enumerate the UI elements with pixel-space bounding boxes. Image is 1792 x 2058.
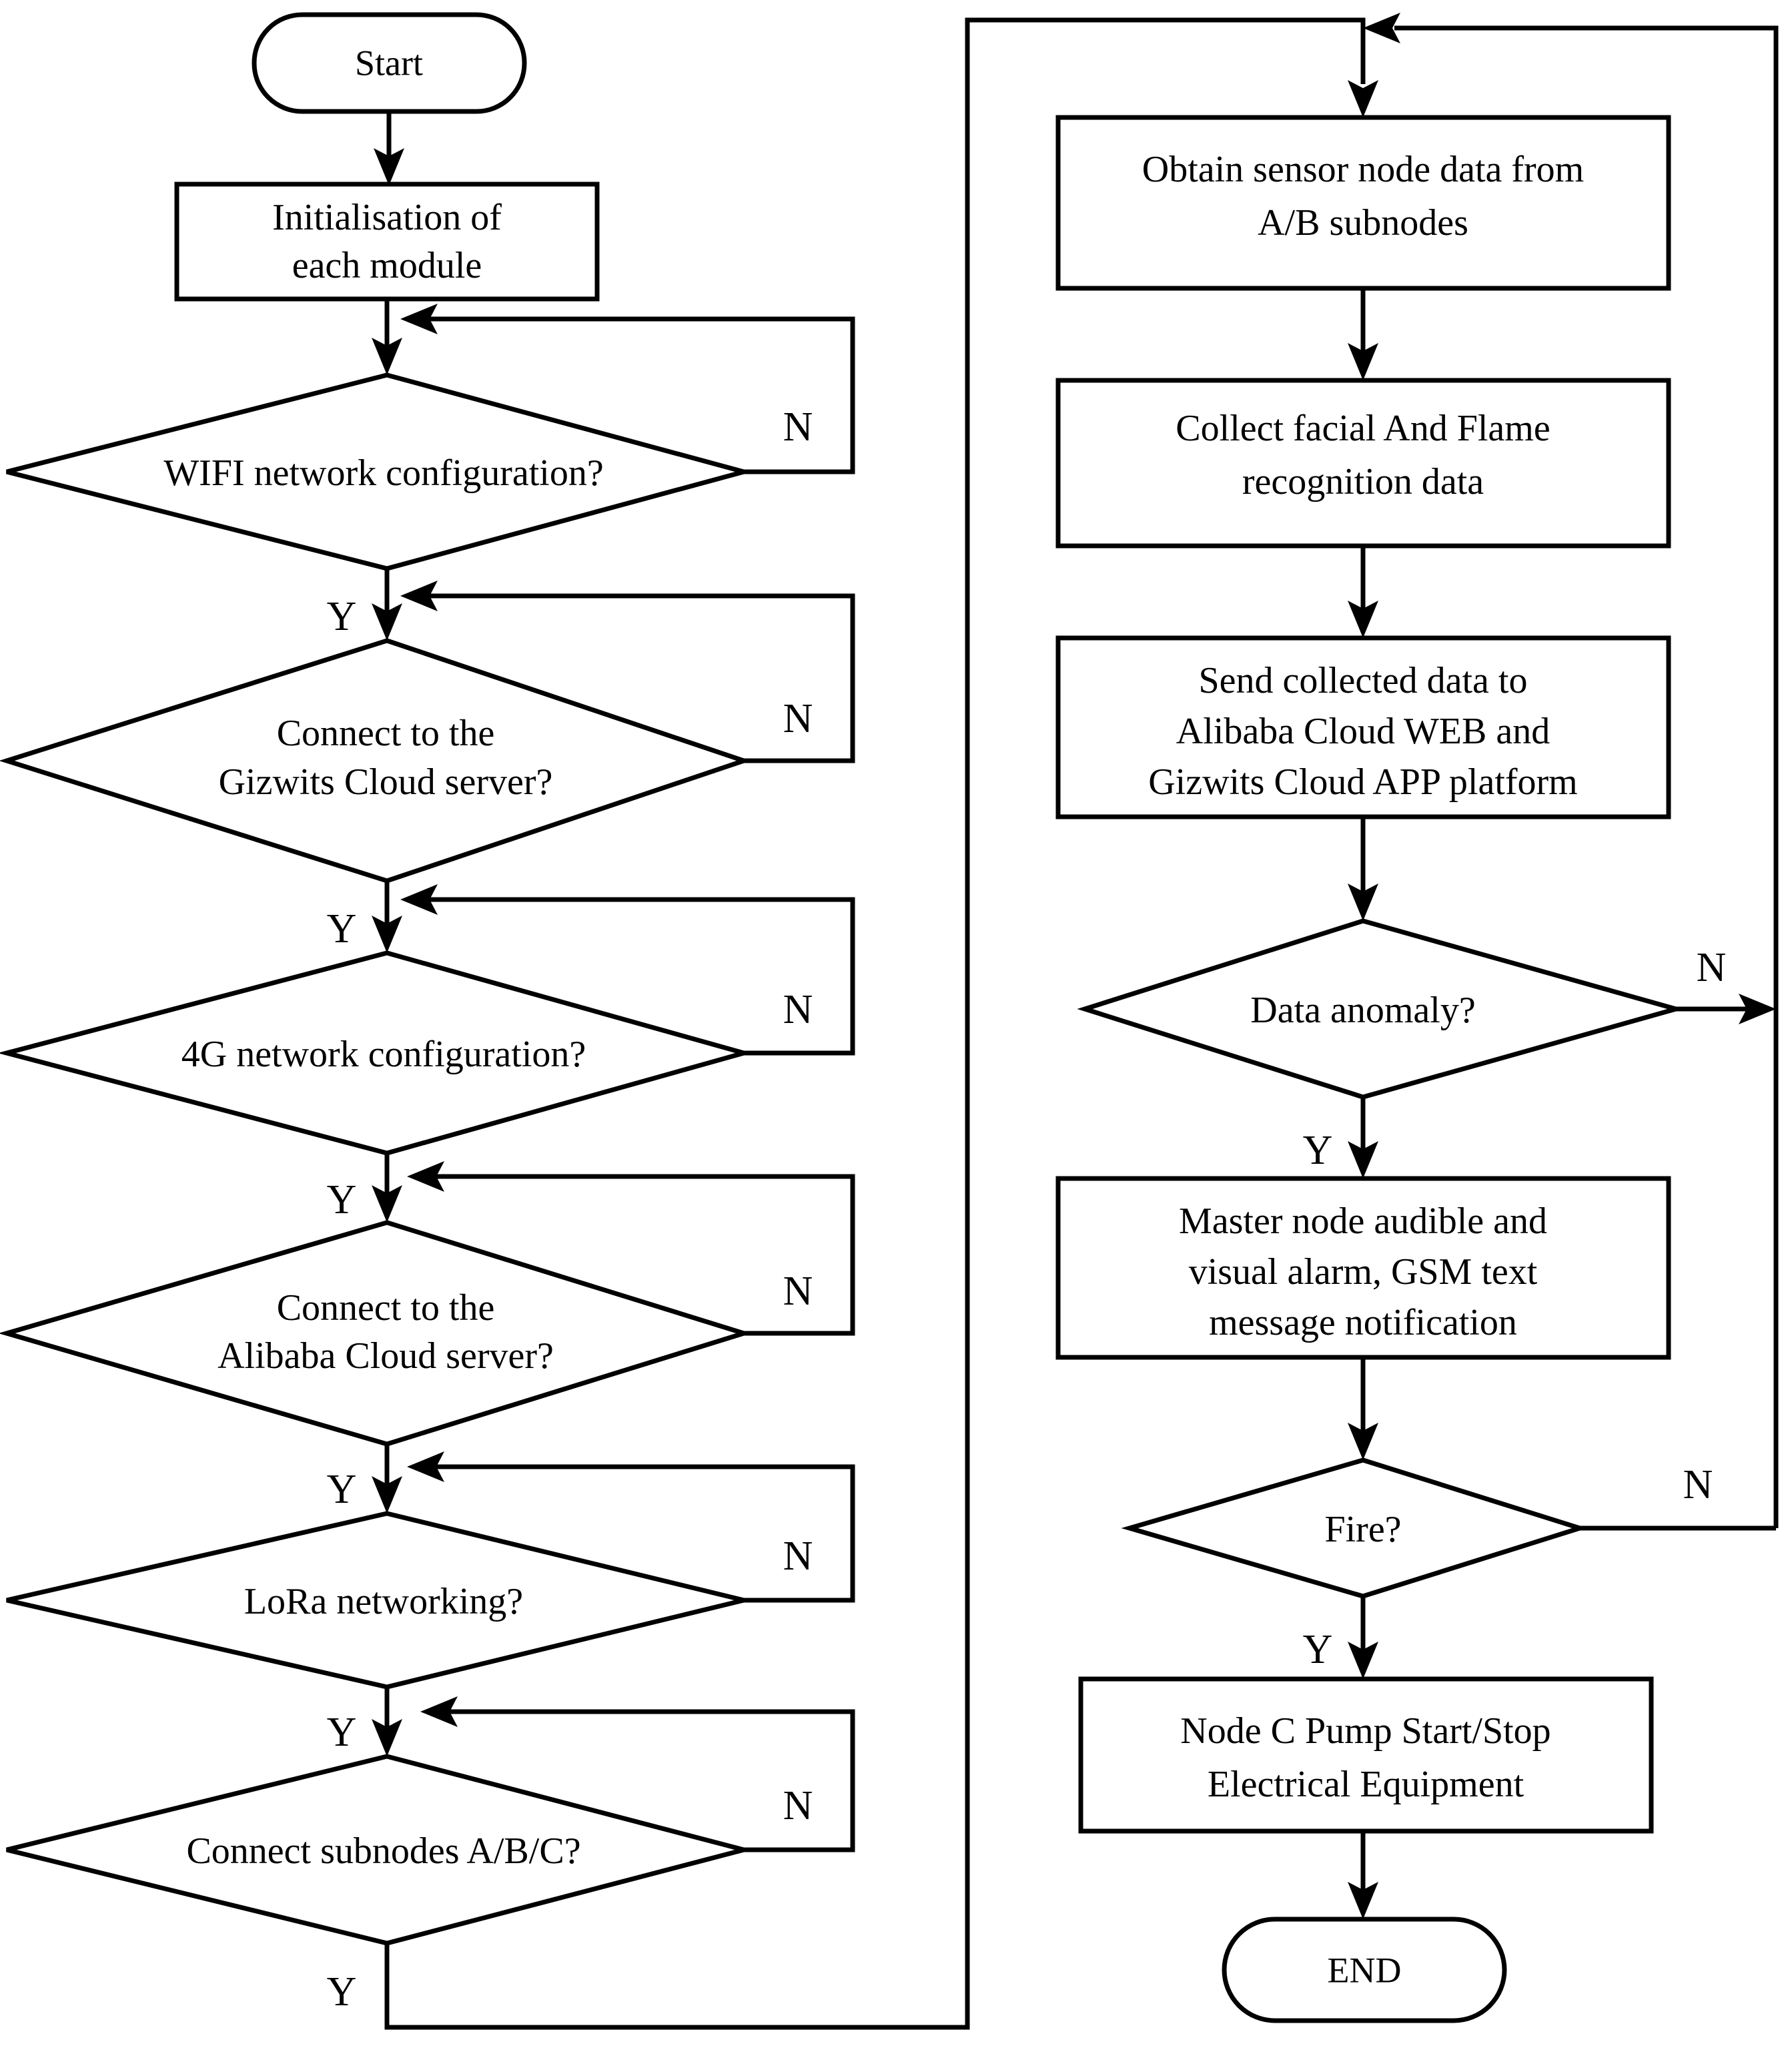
node-alarm-label-line2: visual alarm, GSM text	[1189, 1251, 1538, 1293]
node-start-label: Start	[355, 43, 423, 83]
process-shape	[174, 182, 600, 302]
edge-pump-end	[1348, 1831, 1378, 1919]
edge-alibaba-yes-label: Y	[327, 1467, 357, 1512]
node-pump: Node C Pump Start/Stop Electrical Equipm…	[1078, 1676, 1654, 1834]
edge-fire-yes: Y	[1303, 1596, 1378, 1679]
node-wifi: WIFI network configuration?	[6, 372, 753, 571]
edge-gizwits-yes-label: Y	[327, 906, 357, 952]
edge-fire-no: N	[1580, 1462, 1776, 1531]
node-alarm-label-line3: message notification	[1209, 1302, 1517, 1343]
right-return-rail	[1363, 13, 1779, 1528]
node-obtain-label-line1: Obtain sensor node data from	[1142, 149, 1584, 190]
node-end-label: END	[1328, 1950, 1402, 1990]
edge-gizwits-no: N	[400, 581, 855, 763]
edge-fire-no-label: N	[1683, 1462, 1713, 1507]
edge-lora-yes-label: Y	[327, 1710, 357, 1755]
edge-obtain-collect	[1348, 288, 1378, 380]
edge-wifi-no: N	[400, 304, 855, 474]
node-fourg: 4G network configuration?	[0, 950, 753, 1156]
node-collect: Collect facial And Flame recognition dat…	[1055, 378, 1671, 549]
edge-alibaba-no-label: N	[783, 1269, 813, 1314]
node-pump-label-line2: Electrical Equipment	[1208, 1764, 1524, 1805]
decision-shape	[0, 1220, 752, 1447]
edge-alarm-fire	[1348, 1357, 1378, 1460]
edge-alibaba-yes: Y	[327, 1444, 402, 1513]
edge-anomaly-yes-label: Y	[1303, 1128, 1333, 1173]
edge-wifi-yes: Y	[327, 569, 402, 641]
edge-send-anomaly	[1348, 817, 1378, 921]
process-shape	[1055, 378, 1671, 549]
node-collect-label-line1: Collect facial And Flame	[1176, 408, 1550, 449]
edge-fourg-yes: Y	[327, 1153, 402, 1223]
node-anomaly: Data anomaly?	[1077, 918, 1685, 1100]
node-send-label-line3: Gizwits Cloud APP platform	[1148, 761, 1578, 803]
node-send-label-line2: Alibaba Cloud WEB and	[1176, 711, 1550, 752]
process-shape	[1055, 1176, 1671, 1360]
node-alibaba-label-line2: Alibaba Cloud server?	[217, 1335, 554, 1377]
edge-fourg-yes-label: Y	[327, 1177, 357, 1223]
edge-lora-no: N	[407, 1451, 855, 1603]
edge-alibaba-no: N	[407, 1161, 855, 1336]
node-gizwits-label-line2: Gizwits Cloud server?	[219, 761, 553, 803]
node-fire: Fire?	[1121, 1457, 1588, 1599]
edge-gizwits-no-label: N	[783, 696, 813, 741]
process-shape	[1055, 115, 1671, 291]
node-gizwits: Connect to the Gizwits Cloud server?	[0, 638, 751, 884]
node-pump-label-line1: Node C Pump Start/Stop	[1180, 1710, 1550, 1752]
process-shape	[1078, 1676, 1654, 1834]
node-subnodes: Connect subnodes A/B/C?	[6, 1754, 753, 1946]
node-init: Initialisation of each module	[174, 182, 600, 302]
node-lora: LoRa networking?	[6, 1511, 745, 1690]
edge-init-wifi	[372, 299, 402, 375]
edge-fourg-no: N	[400, 884, 855, 1056]
edge-collect-send	[1348, 546, 1378, 638]
edge-wifi-no-label: N	[783, 404, 813, 450]
node-lora-label: LoRa networking?	[244, 1581, 523, 1622]
node-send: Send collected data to Alibaba Cloud WEB…	[1055, 635, 1671, 819]
node-alibaba-label-line1: Connect to the	[277, 1287, 495, 1329]
node-obtain-label-line2: A/B subnodes	[1258, 202, 1468, 244]
edge-lora-no-label: N	[783, 1533, 813, 1579]
edge-subnodes-no: N	[420, 1696, 855, 1852]
node-end: END	[1222, 1917, 1507, 2023]
node-start: Start	[252, 12, 527, 114]
edge-anomaly-no: N	[1676, 945, 1776, 1024]
edge-subnodes-no-label: N	[783, 1783, 813, 1828]
node-obtain: Obtain sensor node data from A/B subnode…	[1055, 115, 1671, 291]
edge-subnodes-yes-label: Y	[327, 1969, 357, 2015]
edge-wifi-yes-label: Y	[327, 594, 357, 639]
process-shape	[1055, 635, 1671, 819]
edge-fire-yes-label: Y	[1303, 1627, 1333, 1672]
node-init-label-line1: Initialisation of	[272, 197, 502, 238]
node-alarm-label-line1: Master node audible and	[1179, 1200, 1547, 1242]
edge-start-init	[374, 111, 404, 186]
node-alibaba: Connect to the Alibaba Cloud server?	[0, 1220, 752, 1447]
edge-gizwits-yes: Y	[327, 881, 402, 953]
edge-anomaly-no-label: N	[1697, 945, 1727, 990]
edge-anomaly-yes: Y	[1303, 1097, 1378, 1178]
node-send-label-line1: Send collected data to	[1199, 660, 1528, 701]
node-fire-label: Fire?	[1324, 1509, 1401, 1550]
node-alarm: Master node audible and visual alarm, GS…	[1055, 1176, 1671, 1360]
edge-subnodes-yes: Y	[327, 17, 1378, 2030]
node-init-label-line2: each module	[292, 245, 482, 286]
terminator-shape	[1222, 1917, 1507, 2023]
node-subnodes-label: Connect subnodes A/B/C?	[186, 1830, 580, 1872]
node-fourg-label: 4G network configuration?	[181, 1034, 586, 1075]
edge-fourg-no-label: N	[783, 987, 813, 1032]
node-gizwits-label-line1: Connect to the	[277, 713, 495, 754]
decision-shape	[0, 638, 751, 884]
node-anomaly-label: Data anomaly?	[1250, 990, 1475, 1031]
edge-lora-yes: Y	[327, 1687, 402, 1756]
node-collect-label-line2: recognition data	[1242, 461, 1484, 502]
node-wifi-label: WIFI network configuration?	[163, 452, 603, 494]
